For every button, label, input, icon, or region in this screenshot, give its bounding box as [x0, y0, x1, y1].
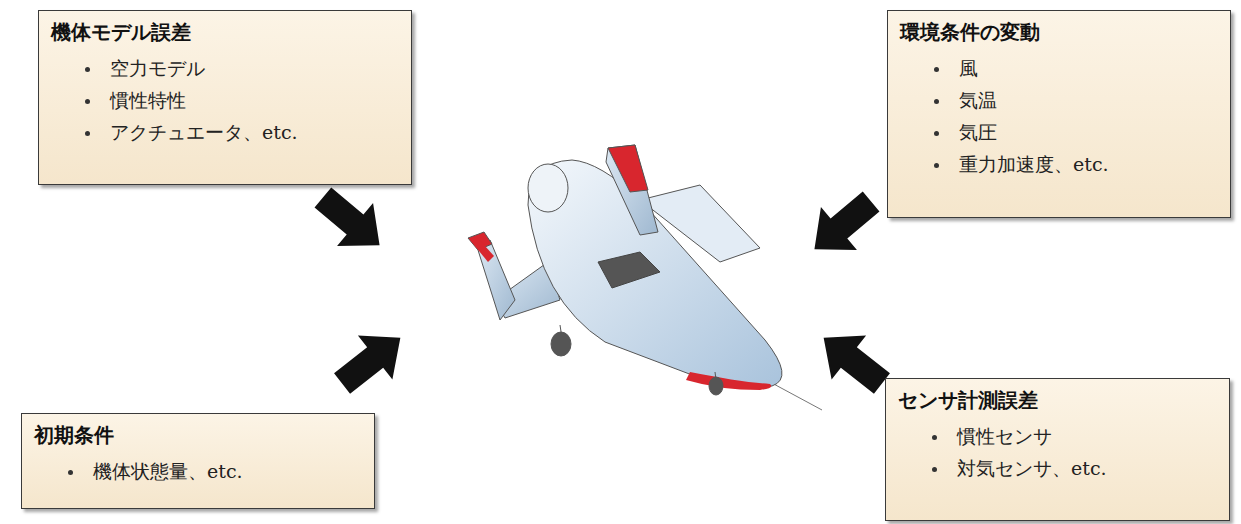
spaceplane-figure: [468, 145, 822, 410]
bullet-row: 慣性センサ: [898, 421, 1215, 453]
bullet-text: 慣性特性: [110, 88, 186, 114]
bullet-row: 気圧: [900, 117, 1216, 149]
bullet-text: 気温: [959, 88, 997, 114]
bullet-dot: [932, 435, 937, 440]
bullet-dot: [932, 467, 937, 472]
bullet-row: 重力加速度、etc.: [900, 149, 1216, 181]
box-heading: 機体モデル誤差: [51, 19, 397, 45]
bullet-text: 慣性センサ: [957, 424, 1052, 450]
bullet-text: 対気センサ、etc.: [957, 456, 1107, 482]
bullet-text: 機体状態量、etc.: [93, 459, 243, 485]
bullet-dot: [85, 67, 90, 72]
box-heading: 環境条件の変動: [900, 19, 1216, 45]
bullet-row: 気温: [900, 85, 1216, 117]
bullet-dot: [85, 99, 90, 104]
bullet-row: 風: [900, 53, 1216, 85]
bullet-row: 慣性特性: [51, 85, 397, 117]
bullet-text: アクチュエータ、etc.: [110, 120, 298, 146]
info-box: 機体モデル誤差空力モデル慣性特性アクチュエータ、etc.: [38, 10, 412, 185]
bullet-dot: [934, 163, 939, 168]
bullet-row: アクチュエータ、etc.: [51, 117, 397, 149]
bullet-text: 空力モデル: [110, 56, 205, 82]
info-box: 環境条件の変動風気温気圧重力加速度、etc.: [887, 10, 1231, 218]
info-box: 初期条件機体状態量、etc.: [21, 413, 375, 509]
bullet-dot: [68, 470, 73, 475]
bullet-dot: [85, 131, 90, 136]
bullet-row: 機体状態量、etc.: [34, 456, 360, 488]
bullet-dot: [934, 67, 939, 72]
bullet-text: 気圧: [959, 120, 997, 146]
box-heading: センサ計測誤差: [898, 387, 1215, 413]
info-box: センサ計測誤差慣性センサ対気センサ、etc.: [885, 378, 1230, 521]
bullet-text: 重力加速度、etc.: [959, 152, 1109, 178]
box-heading: 初期条件: [34, 422, 360, 448]
bullet-dot: [934, 131, 939, 136]
bullet-dot: [934, 99, 939, 104]
bullet-text: 風: [959, 56, 978, 82]
bullet-row: 空力モデル: [51, 53, 397, 85]
bullet-row: 対気センサ、etc.: [898, 453, 1215, 485]
